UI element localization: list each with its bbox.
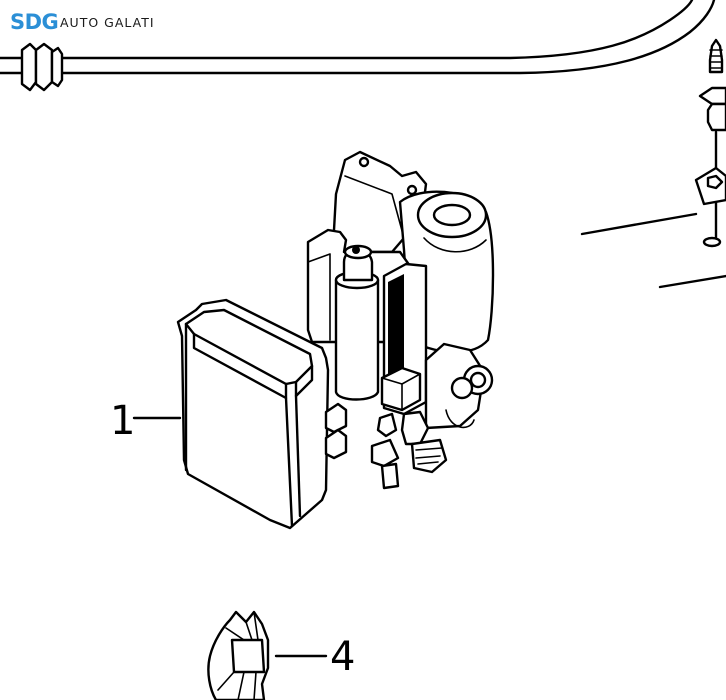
leader-line-lower [658,274,726,289]
brand-logo: SDG AUTO GALATI [10,10,155,34]
pipe-grommet [20,42,64,92]
pipe-line [0,0,716,92]
logo-text: AUTO GALATI [60,15,155,30]
control-unit-icon [176,298,348,530]
callout-1: 1 [110,398,182,444]
callout-label-4: 4 [330,634,355,680]
bolt-icon [694,38,726,248]
logo-mark: SDG [10,10,58,34]
retaining-clip-icon [207,610,270,700]
leader-line-upper [580,212,698,236]
pump-assembly-icon [306,150,495,490]
callout-label-1: 1 [110,398,135,444]
callout-4: 4 [274,634,355,680]
